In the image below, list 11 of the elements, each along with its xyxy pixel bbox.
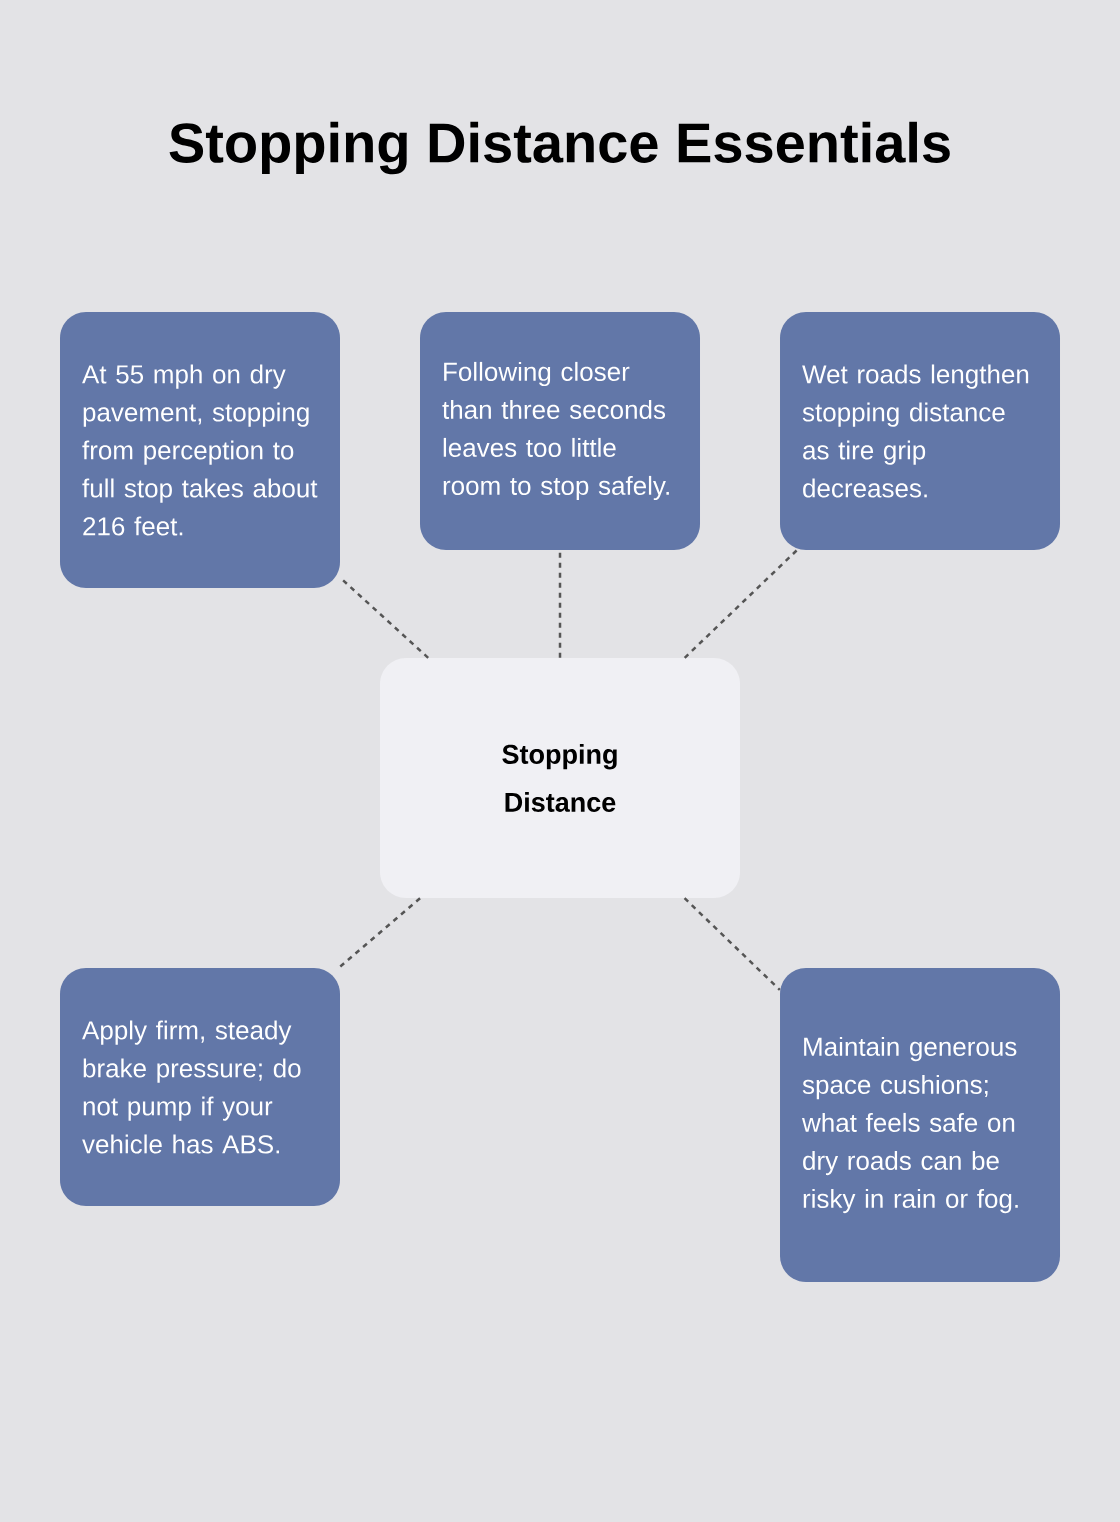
connector-line	[558, 550, 562, 658]
title: Stopping Distance Essentials	[169, 121, 950, 175]
info-box: Following closer than three seconds leaves too little room to stop safely.	[420, 312, 700, 550]
center-box: Stopping Distance	[380, 658, 740, 898]
connector-line	[683, 549, 798, 659]
connector-line	[683, 897, 781, 991]
connector-line	[338, 897, 421, 969]
info-box: Wet roads lengthen stopping distance as tire grip decreases.	[780, 312, 1060, 550]
info-box: At 55 mph on dry pavement, stopping from perception to full stop takes about 216 feet.	[60, 312, 340, 588]
info-box: Maintain generous space cushions; what feels safe on dry roads can be risky in rain or fog.	[780, 968, 1060, 1282]
info-box: Apply firm, steady brake pressure; do not pump if your vehicle has ABS.	[60, 968, 340, 1206]
